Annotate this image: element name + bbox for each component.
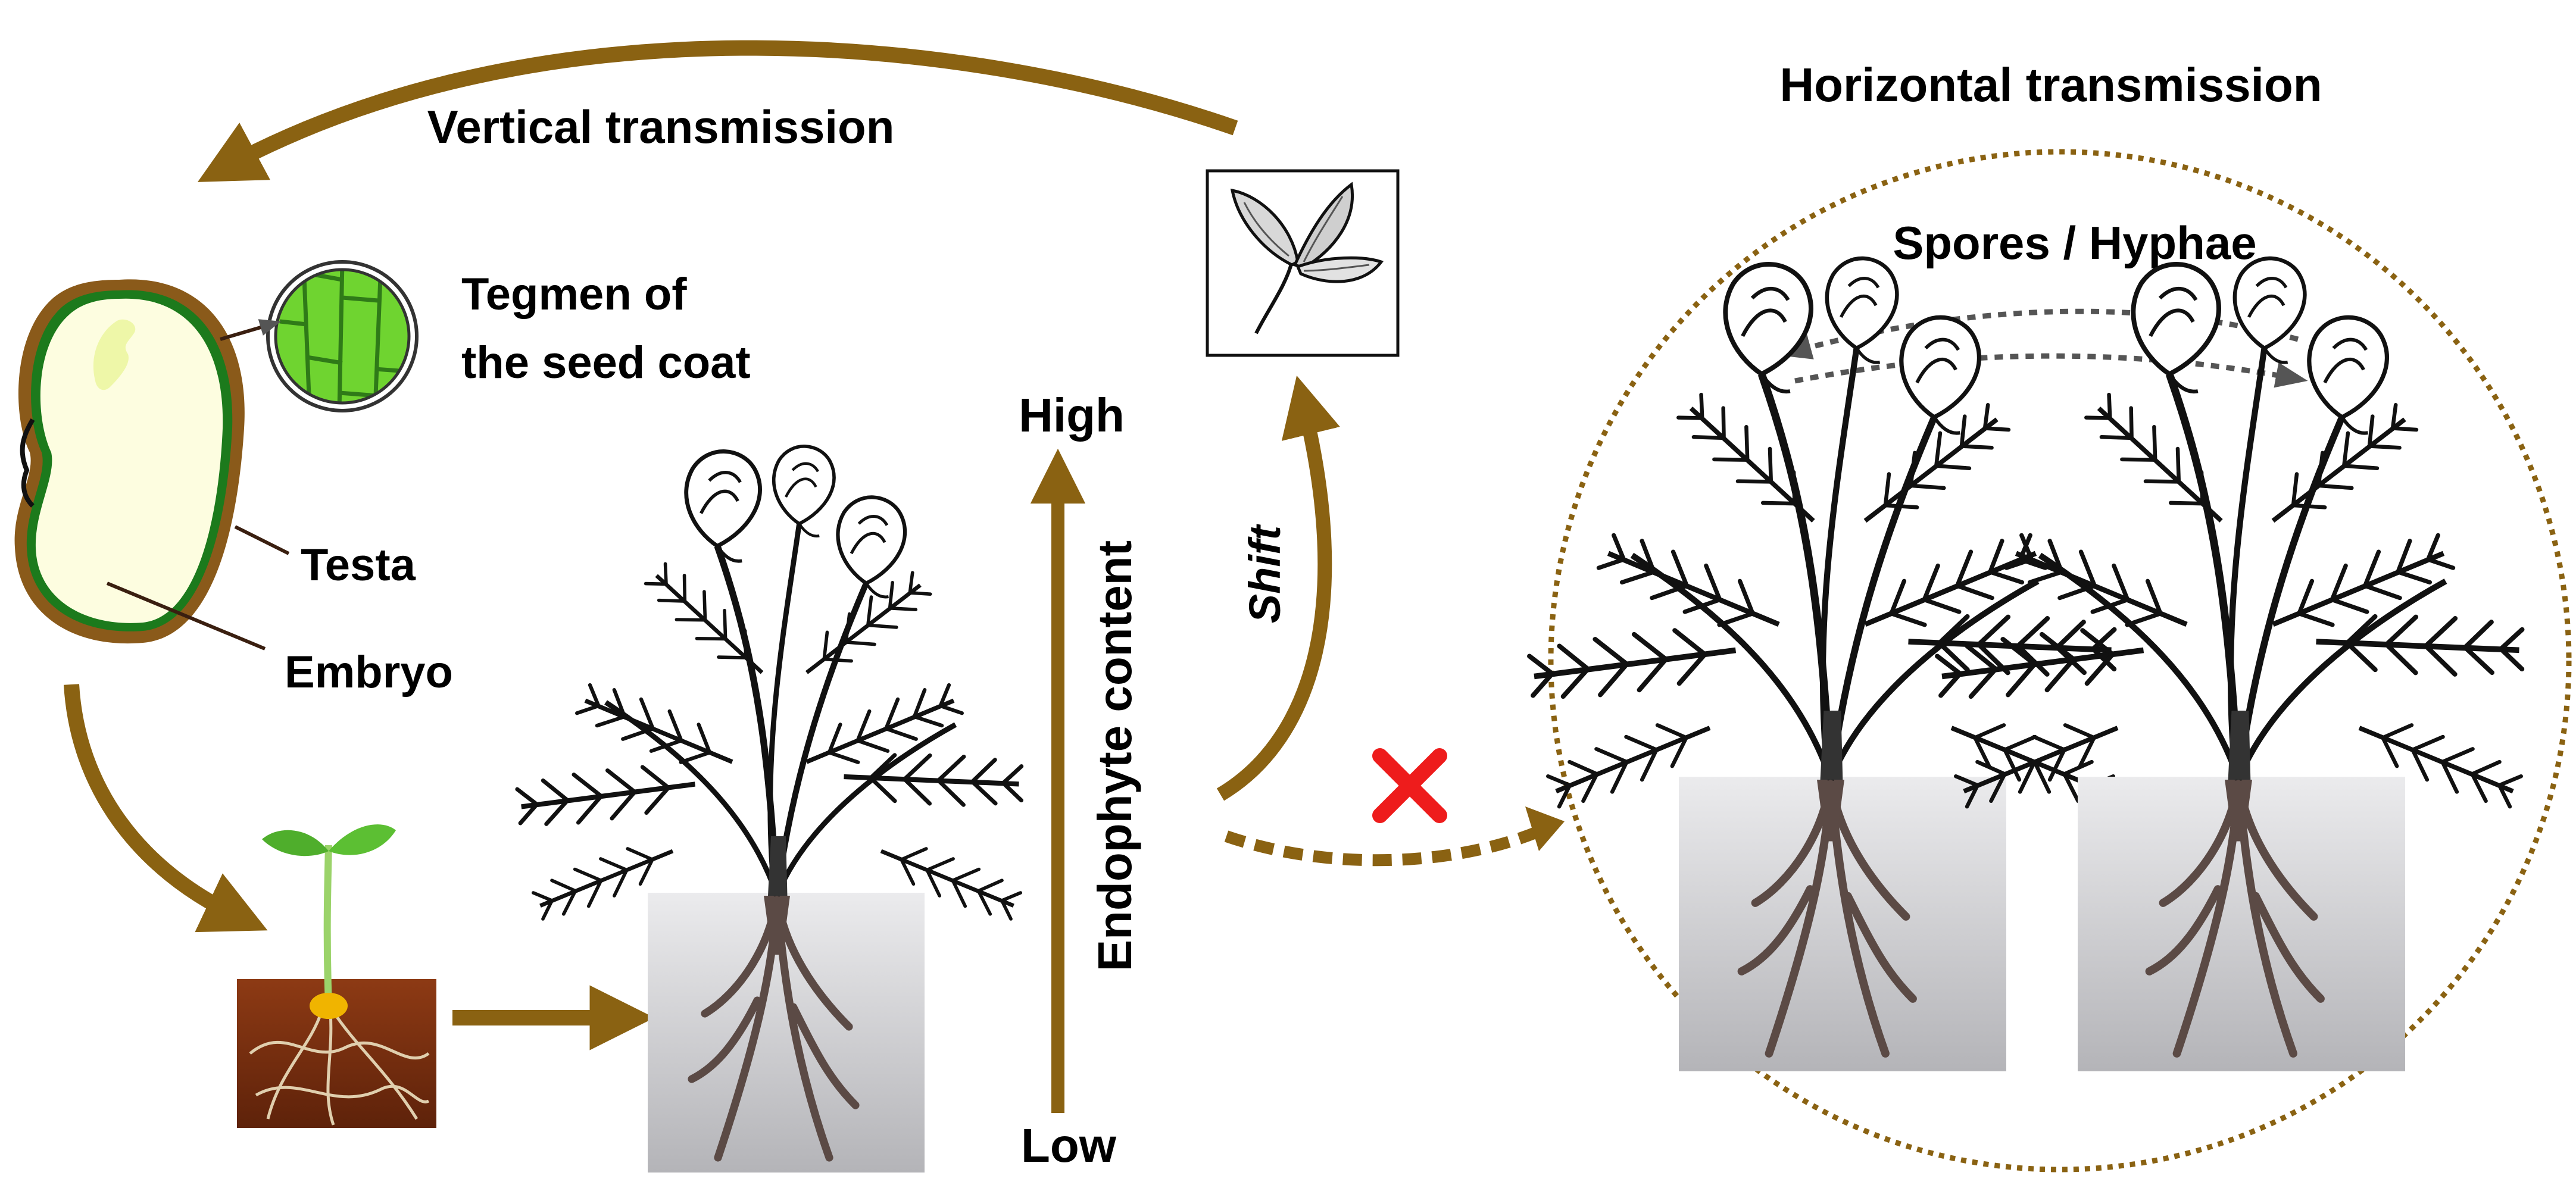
vertical-transmission-label: Vertical transmission	[427, 101, 895, 153]
testa-pointer-line	[234, 525, 290, 555]
left-neighbor-plant	[1513, 258, 2133, 1071]
testa-label: Testa	[301, 540, 416, 590]
right-neighbor-plant	[1921, 258, 2541, 1071]
spores-hyphae-label: Spores / Hyphae	[1893, 217, 2256, 269]
tegmen-label-line1: Tegmen of	[461, 269, 687, 320]
vertical-transmission-arrow	[197, 40, 1238, 182]
seed-to-seedling-arrow	[64, 684, 268, 933]
horizontal-transmission-label: Horizontal transmission	[1779, 58, 2322, 111]
embryo-pointer-line	[106, 581, 266, 651]
spore-arrow-right	[1794, 353, 2308, 388]
shift-arrow	[1216, 376, 1340, 801]
tegmen-magnified-view	[266, 260, 419, 412]
spore-arrow-left	[1779, 308, 2299, 359]
endophyte-content-label: Endophyte content	[1088, 540, 1141, 971]
embryo-label: Embryo	[285, 647, 453, 698]
central-plant	[503, 446, 1037, 1173]
blocked-arrow-head	[1525, 806, 1565, 851]
cotyledon	[93, 319, 136, 390]
shift-label: Shift	[1240, 523, 1289, 623]
seedling-in-soil	[237, 824, 436, 1128]
high-label: High	[1019, 389, 1125, 442]
horizontal-transmission-circle	[1548, 149, 2572, 1173]
red-x-icon	[1372, 748, 1447, 823]
tegmen-label-line2: the seed coat	[461, 337, 751, 388]
blocked-horizontal-arrow	[1224, 821, 1551, 867]
seed-pod-illustration	[1206, 169, 1400, 357]
seed-cross-section	[14, 279, 245, 644]
tegmen-pointer-line	[220, 319, 282, 341]
low-label: Low	[1021, 1119, 1117, 1172]
